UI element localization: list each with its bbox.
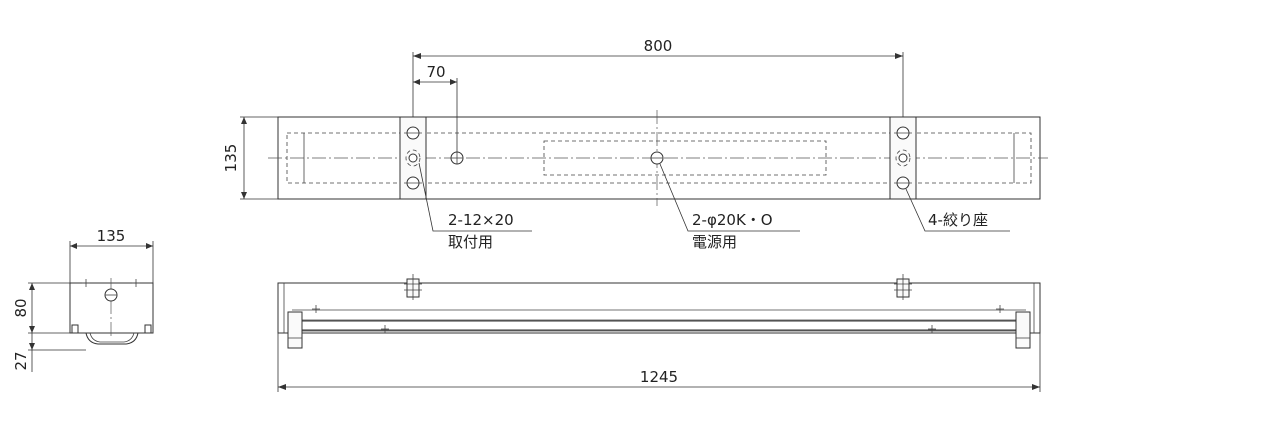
side-view-body <box>69 282 154 334</box>
callout-knockout-spec: 4-絞り座 <box>928 211 988 229</box>
callout-power-purpose: 電源用 <box>692 233 737 251</box>
callout-mount-purpose: 取付用 <box>448 233 493 251</box>
callout-mount-spec: 2-12×20 <box>448 211 514 229</box>
callout-power-spec: 2-φ20K・O <box>692 211 773 229</box>
dim-135-top: 135 <box>222 144 240 173</box>
lamp-tube <box>295 320 1023 331</box>
lamp-socket-left <box>287 311 303 349</box>
mount-slot-hole <box>405 149 421 167</box>
dim-1245: 1245 <box>640 368 678 386</box>
mount-slot-hole <box>895 149 911 167</box>
dim-135-side: 135 <box>97 227 126 245</box>
front-view: 1245 <box>277 274 1041 392</box>
mount-bolt-left <box>404 274 422 300</box>
lamp-profile <box>85 332 139 345</box>
lamp-socket-right <box>1015 311 1031 349</box>
dim-80: 80 <box>12 298 30 317</box>
dim-27: 27 <box>12 351 30 370</box>
top-view: 800 70 135 2-12×20 取付用 2-φ20K・O 電源用 4-絞り… <box>222 37 1048 251</box>
ballast-cover-dashed <box>543 140 827 176</box>
mount-bolt-right <box>894 274 912 300</box>
front-view-body <box>277 282 1041 334</box>
side-view: 135 80 27 <box>12 227 154 372</box>
dim-800: 800 <box>644 37 673 55</box>
dim-70: 70 <box>426 63 445 81</box>
